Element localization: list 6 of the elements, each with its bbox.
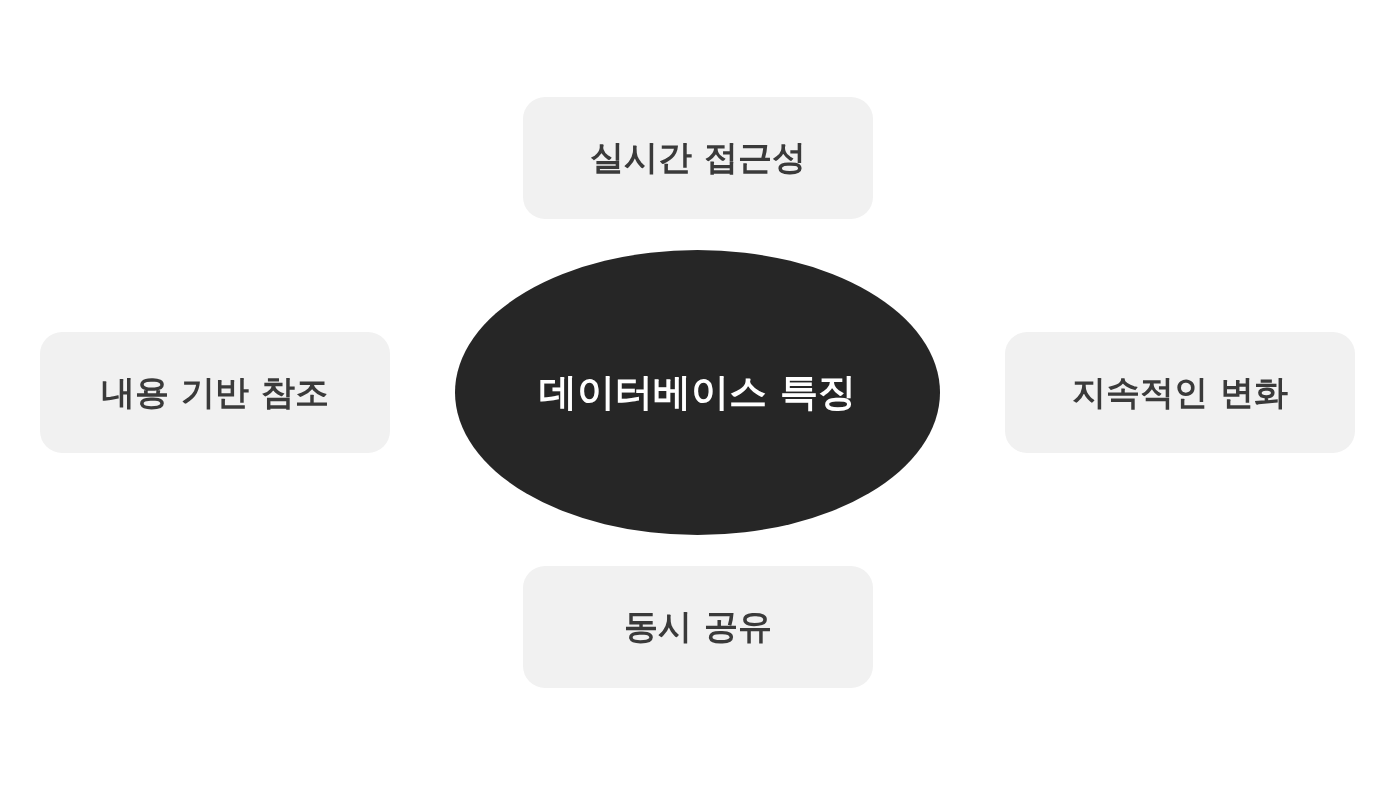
feature-label: 지속적인 변화 [1072,370,1288,414]
center-ellipse [455,250,940,535]
feature-label: 실시간 접근성 [590,136,806,179]
title-text: 데이터베이스 특징 [538,369,857,416]
feature-label: 동시 공유 [624,605,772,648]
feature-label: 내용 기반 참조 [101,370,329,414]
